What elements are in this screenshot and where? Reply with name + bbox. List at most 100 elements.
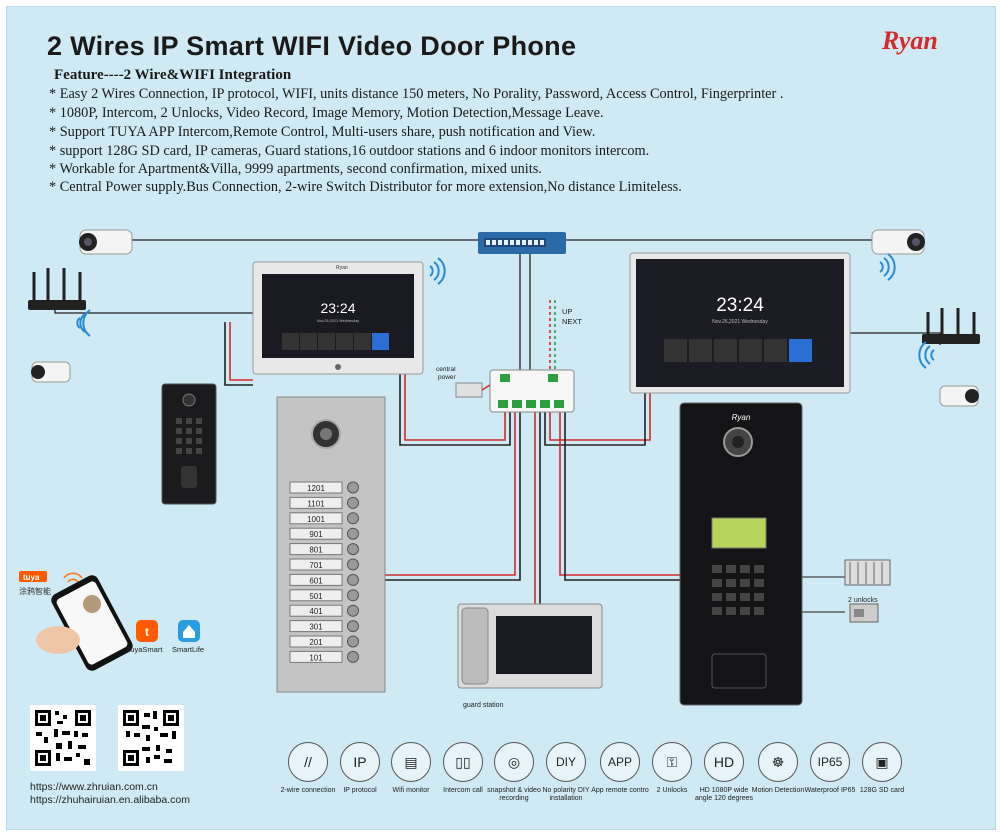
feature-icon-label: IP protocol bbox=[343, 787, 377, 794]
keypad bbox=[712, 565, 764, 615]
tuyasmart-label: TuyaSmart bbox=[126, 645, 163, 654]
feature-icon-label: snapshot & video recording bbox=[487, 787, 541, 802]
svg-text:t: t bbox=[145, 625, 149, 639]
router-left bbox=[28, 268, 86, 310]
apartment-number: 501 bbox=[309, 592, 323, 601]
call-button bbox=[347, 573, 359, 586]
page-title: 2 Wires IP Smart WIFI Video Door Phone bbox=[47, 31, 577, 61]
bus-wires bbox=[224, 322, 682, 605]
call-button bbox=[347, 512, 359, 525]
qr-code-alibaba[interactable] bbox=[118, 705, 184, 771]
tuya-logo bbox=[19, 571, 47, 582]
switch-distributor bbox=[489, 369, 575, 413]
qr-code-icon bbox=[32, 707, 94, 769]
monitor-brand: Ryan bbox=[336, 265, 348, 271]
website-link[interactable]: https://www.zhruian.com.cn bbox=[30, 781, 158, 793]
monitor-clock: 23:24 bbox=[320, 300, 355, 316]
feature-icon-label: 2 Unlocks bbox=[656, 787, 688, 794]
apartment-call-button: 301 bbox=[289, 620, 359, 633]
feature-icon-item: ▯▯ Intercom call bbox=[433, 742, 493, 795]
hd-icon: HD bbox=[704, 742, 744, 782]
call-button bbox=[347, 620, 359, 633]
wifi-icon bbox=[918, 341, 935, 369]
apartment-number: 601 bbox=[309, 576, 323, 585]
up-next-wires bbox=[549, 300, 556, 372]
monitor-menu bbox=[282, 333, 389, 350]
apartment-call-button: 201 bbox=[289, 635, 359, 648]
feature-item: * Support TUYA APP Intercom,Remote Contr… bbox=[49, 124, 596, 140]
feature-item: * Central Power supply.Bus Connection, 2… bbox=[49, 179, 682, 195]
villa-door-station bbox=[161, 383, 217, 505]
brand-logo: Ryan bbox=[882, 26, 938, 55]
feature-icon-item: ▤Wifi monitor bbox=[381, 742, 441, 795]
apartment-nameplate bbox=[289, 604, 343, 617]
apartment-call-button: 801 bbox=[289, 543, 359, 556]
tuya-logo-text: tuya bbox=[23, 573, 40, 582]
smartlife-app-icon bbox=[178, 620, 200, 642]
lock-icon: ⚿ bbox=[652, 742, 692, 782]
apartment-number: 801 bbox=[309, 546, 323, 555]
intercom-phones-icon: ▯▯ bbox=[443, 742, 483, 782]
motion-icon: ☸ bbox=[758, 742, 798, 782]
two-wire-icon: // bbox=[288, 742, 328, 782]
feature-icon-label: Intercom call bbox=[443, 787, 483, 794]
feature-icon-item: ◎ snapshot & video recording bbox=[484, 742, 544, 803]
apartment-nameplate bbox=[289, 527, 343, 540]
apartment-call-button: 701 bbox=[289, 558, 359, 571]
features-heading: Feature----2 Wire&WIFI Integration bbox=[54, 67, 292, 83]
feature-item: * support 128G SD card, IP cameras, Guar… bbox=[49, 143, 650, 159]
feature-icon-item: ⚿ 2 Unlocks bbox=[642, 742, 702, 795]
apartment-nameplate bbox=[289, 650, 343, 663]
indoor-monitor-right: 23:24 Nov.26,2021 Wednesday bbox=[629, 252, 851, 394]
smartphone bbox=[51, 575, 133, 671]
apartment-number: 301 bbox=[309, 623, 323, 632]
wifi-icon bbox=[63, 572, 83, 583]
hand bbox=[36, 626, 80, 654]
feature-item: * Easy 2 Wires Connection, IP protocol, … bbox=[49, 86, 784, 102]
apartment-call-button: 1201 bbox=[289, 481, 359, 494]
apartment-number: 701 bbox=[309, 561, 323, 570]
smartlife-label: SmartLife bbox=[172, 645, 205, 654]
apartment-nameplate bbox=[289, 481, 343, 494]
call-button bbox=[347, 558, 359, 571]
apartment-nameplate bbox=[289, 512, 343, 525]
outdoor-brand: Ryan bbox=[732, 413, 751, 422]
call-button bbox=[347, 604, 359, 617]
qr-code-website[interactable] bbox=[30, 705, 96, 771]
door-lock-icon bbox=[849, 603, 879, 623]
app-icon: APP bbox=[600, 742, 640, 782]
apartment-number: 1201 bbox=[307, 484, 325, 493]
apartment-number: 401 bbox=[309, 607, 323, 616]
call-button bbox=[347, 650, 359, 663]
call-button bbox=[347, 481, 359, 494]
central-power-label: power bbox=[438, 374, 457, 381]
wifi-icon bbox=[429, 257, 446, 285]
monitor-date: Nov.26,2021 Wednesday bbox=[712, 319, 768, 325]
apartment-call-button: 901 bbox=[289, 527, 359, 540]
alibaba-link[interactable]: https://zhuhairuian.en.alibaba.com bbox=[30, 794, 190, 806]
call-button bbox=[347, 543, 359, 556]
monitor-menu bbox=[664, 339, 812, 362]
feature-item: * 1080P, Intercom, 2 Unlocks, Video Reco… bbox=[49, 105, 604, 121]
ip-camera-top-left bbox=[79, 229, 133, 255]
apartment-call-button: 501 bbox=[289, 589, 359, 602]
apartment-nameplate bbox=[289, 620, 343, 633]
apartment-call-button: 401 bbox=[289, 604, 359, 617]
monitor-clock: 23:24 bbox=[716, 295, 764, 316]
feature-icon-item: //2-wire connection bbox=[278, 742, 338, 795]
apartment-number: 1001 bbox=[307, 515, 325, 524]
camera-icon: ◎ bbox=[494, 742, 534, 782]
call-button bbox=[347, 527, 359, 540]
feature-item: * Workable for Apartment&Villa, 9999 apa… bbox=[49, 161, 542, 177]
network-switch bbox=[478, 232, 566, 254]
apartment-nameplate bbox=[289, 496, 343, 509]
apartment-call-button: 601 bbox=[289, 573, 359, 586]
apartment-number: 1101 bbox=[307, 499, 325, 508]
